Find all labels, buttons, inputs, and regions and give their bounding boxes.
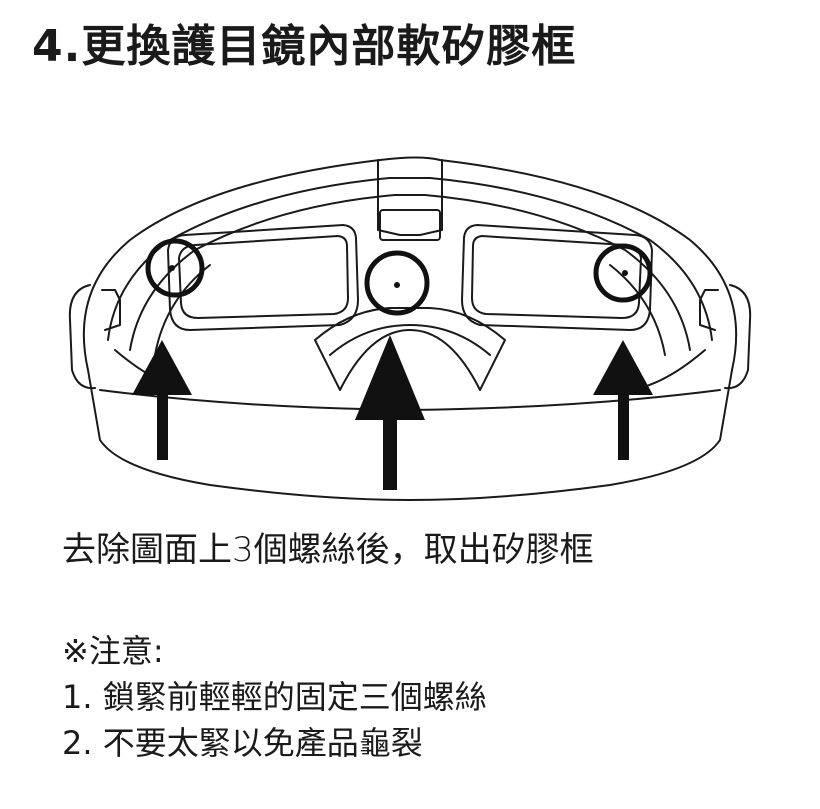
notes-section: ※注意: 1. 鎖緊前輕輕的固定三個螺絲 2. 不要太緊以免產品龜裂	[62, 628, 487, 766]
page-title: 4.更換護目鏡內部軟矽膠框	[32, 21, 577, 72]
arrow-up-icon-left	[132, 340, 192, 460]
face-cushion	[87, 369, 733, 501]
screw-circle-left	[145, 238, 205, 298]
right-strap	[724, 284, 752, 390]
instruction-text: 去除圖面上3個螺絲後，取出矽膠框	[62, 530, 594, 570]
left-strap	[68, 284, 96, 390]
arrow-up-icon-right	[593, 340, 653, 460]
goggle-diagram	[68, 156, 752, 501]
note-item: 2. 不要太緊以免產品龜裂	[62, 724, 423, 762]
outer-shell	[82, 156, 738, 371]
nose-bridge	[314, 307, 506, 391]
screw-center-icon	[394, 282, 400, 288]
screw-circle-center	[364, 250, 430, 316]
left-lens-frame	[167, 224, 359, 331]
screw-right-icon	[622, 270, 628, 276]
note-item: 1. 鎖緊前輕輕的固定三個螺絲	[62, 678, 487, 716]
notes-heading: ※注意:	[62, 632, 164, 670]
screw-left-icon	[169, 265, 175, 271]
screw-circle-right	[593, 243, 653, 303]
right-lens-frame	[461, 224, 653, 331]
arrow-up-icon-center	[355, 335, 425, 490]
